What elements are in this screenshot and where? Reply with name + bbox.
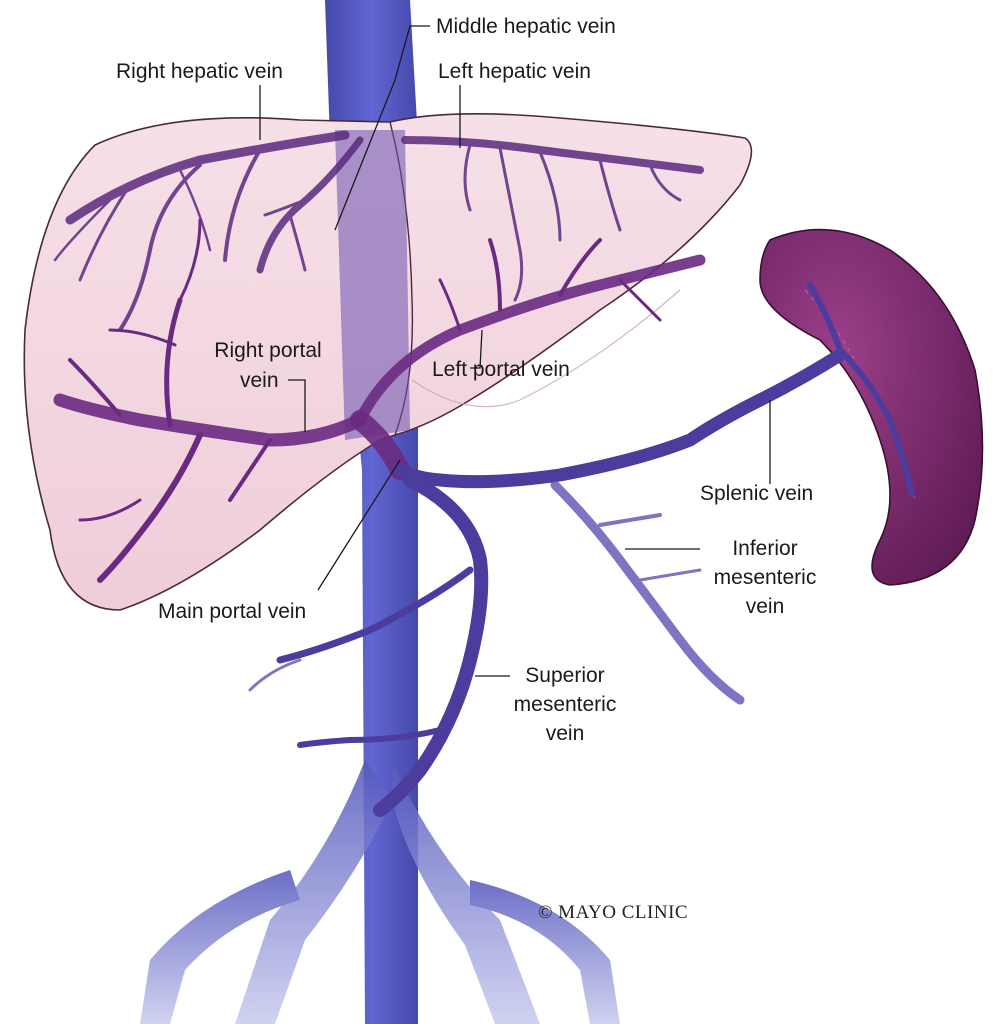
label-superior-mesenteric-vein-1: Superior (525, 664, 604, 687)
label-superior-mesenteric-vein-3: vein (546, 722, 585, 745)
label-inferior-mesenteric-vein-3: vein (746, 595, 785, 618)
inferior-mesenteric-vein (550, 480, 745, 705)
iliac-veins (140, 760, 620, 1024)
superior-mesenteric-vein (248, 473, 489, 817)
hepatic-veins (53, 130, 704, 332)
label-right-portal-vein-1: Right portal (214, 339, 321, 362)
label-inferior-mesenteric-vein-2: mesenteric (714, 566, 817, 589)
leader-lines (259, 25, 771, 677)
label-superior-mesenteric-vein-2: mesenteric (514, 693, 617, 716)
portal-veins (53, 218, 706, 583)
label-main-portal-vein: Main portal vein (158, 600, 306, 623)
spleen (759, 228, 984, 586)
label-left-portal-vein: Left portal vein (432, 358, 570, 381)
ivc-in-liver (335, 130, 410, 440)
label-right-portal-vein-2: vein (240, 369, 279, 392)
label-middle-hepatic-vein: Middle hepatic vein (436, 15, 616, 38)
label-inferior-mesenteric-vein-1: Inferior (732, 537, 797, 560)
label-right-hepatic-vein: Right hepatic vein (116, 60, 283, 83)
label-left-hepatic-vein: Left hepatic vein (438, 60, 591, 83)
copyright-notice: © MAYO CLINIC (538, 902, 688, 923)
label-splenic-vein: Splenic vein (700, 482, 813, 505)
splenic-vein (393, 282, 915, 498)
